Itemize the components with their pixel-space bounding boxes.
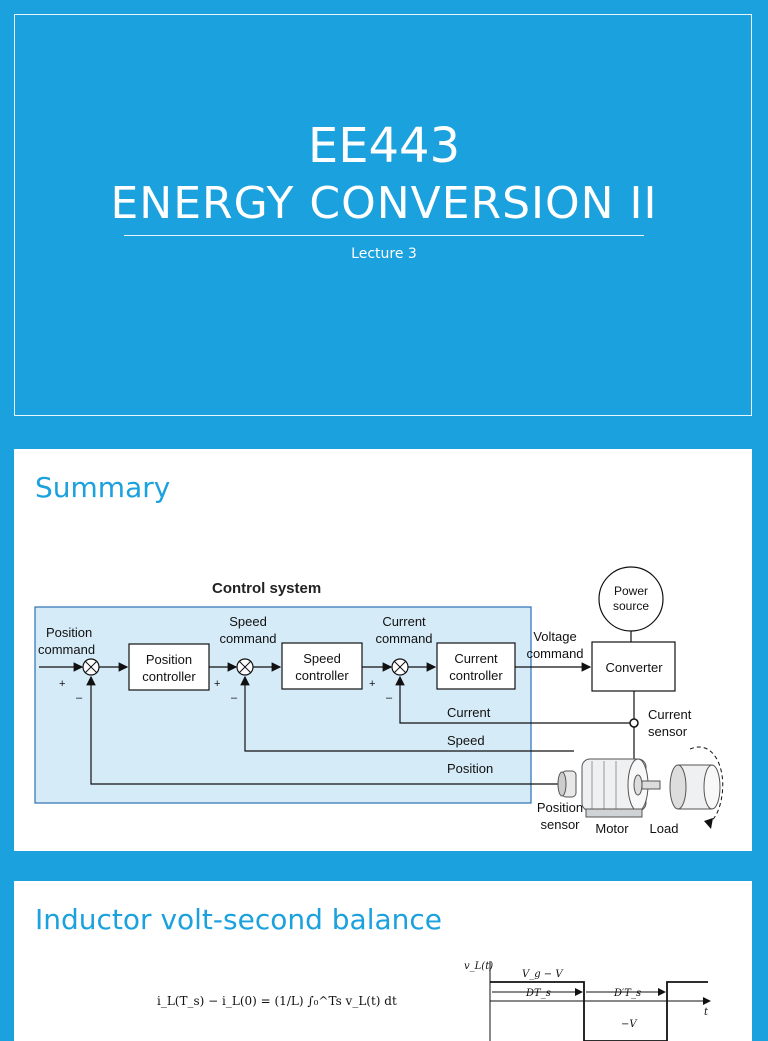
dts-label: DT_s — [525, 988, 551, 999]
time-label: t — [704, 1007, 709, 1018]
plus-sign: + — [369, 678, 375, 690]
course-code: EE443 — [307, 118, 461, 174]
volt-second-figure: i_L(T_s) − i_L(0) = (1/L) ∫₀^Ts v_L(t) d… — [157, 961, 711, 1041]
converter-label: Converter — [605, 660, 663, 675]
current-feedback-label: Current — [447, 705, 491, 720]
minus-sign: – — [76, 692, 83, 704]
minus-sign: – — [386, 692, 393, 704]
lecture-subtitle: Lecture 3 — [351, 246, 417, 262]
level-low-label: −V — [621, 1019, 638, 1030]
plus-sign: + — [214, 678, 220, 690]
position-feedback-label: Position — [447, 761, 493, 776]
minus-sign: – — [231, 692, 238, 704]
motor-shape — [581, 758, 661, 818]
motor-label: Motor — [595, 821, 629, 836]
title-divider — [124, 235, 644, 236]
slide-frame — [14, 14, 752, 416]
plus-sign: + — [59, 678, 65, 690]
waveform-trace — [490, 981, 708, 1041]
current-controller-block — [436, 642, 516, 690]
converter-block — [591, 641, 676, 692]
control-system-label: Control system — [212, 580, 321, 597]
load-shape — [669, 746, 724, 829]
slide-title: Summary — [35, 471, 171, 504]
load-label: Load — [650, 821, 679, 836]
speed-controller-block — [281, 642, 363, 690]
position-controller-block — [128, 643, 210, 691]
equation: i_L(T_s) − i_L(0) = (1/L) ∫₀^Ts v_L(t) d… — [157, 994, 397, 1008]
level-high-label: V_g − V — [522, 969, 564, 980]
title-slide: EE443 ENERGY CONVERSION II Lecture 3 — [0, 0, 768, 432]
slide-title: Inductor volt-second balance — [35, 903, 442, 936]
dpts-label: D′T_s — [613, 988, 641, 999]
waveform-ylabel: v_L(t) — [464, 961, 493, 972]
course-title: ENERGY CONVERSION II — [110, 178, 658, 229]
current-sensor-dot — [629, 718, 639, 728]
volt-second-slide: Inductor volt-second balance i_L(T_s) − … — [14, 881, 752, 1041]
speed-feedback-label: Speed — [447, 733, 485, 748]
control-system-box — [34, 606, 532, 804]
